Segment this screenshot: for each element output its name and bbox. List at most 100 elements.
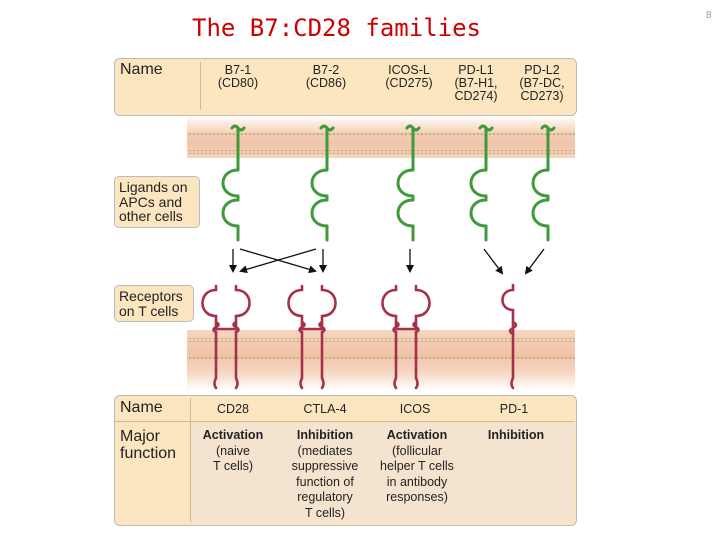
ligand-pd-l2-alias: (B7-DC, xyxy=(519,76,565,90)
receptor-ctla4-right-stalk xyxy=(320,330,325,390)
receptor-icos-left-stalk xyxy=(393,330,398,390)
ligand-b7-2-lower-domain xyxy=(310,198,329,228)
icos-function-detail-4: responses) xyxy=(386,490,448,504)
receptor-pd1-name: PD-1 xyxy=(499,402,529,416)
receptor-cd28-left-hinge xyxy=(212,320,220,334)
receptors-label-line2: on T cells xyxy=(119,302,179,319)
major-function-header: Major function xyxy=(120,428,176,462)
receptor-ctla4-name: CTLA-4 xyxy=(303,402,347,416)
receptor-name-header: Name xyxy=(120,399,163,416)
ligand-icos-l-upper-domain xyxy=(396,168,415,198)
major-function-line1: Major xyxy=(120,428,161,445)
receptor-icos-left-hinge xyxy=(392,320,400,334)
ligand-b7-1-cd: (CD80) xyxy=(217,76,259,90)
ligand-b7-2-upper-domain xyxy=(310,168,329,198)
apc-membrane-heads-outer xyxy=(187,133,575,137)
receptor-icos-name: ICOS xyxy=(399,402,431,416)
receptor-ctla4-left-hinge xyxy=(298,320,306,334)
ligand-pd-l1-name: PD-L1 xyxy=(458,63,494,77)
arrow-b7-2-cd28 xyxy=(239,248,317,274)
receptor-cd28-left-stalk xyxy=(213,330,218,390)
ligand-pd-l1: PD-L1 (B7-H1, CD274) xyxy=(444,64,508,103)
ligand-b7-2-name: B7-2 xyxy=(312,63,340,77)
receptor-cd28-right-stalk xyxy=(234,330,239,390)
icos-function-title: Activation xyxy=(386,428,448,442)
receptor-cd28-name: CD28 xyxy=(217,402,249,416)
pd1-function: Inhibition xyxy=(476,428,556,444)
ligands-label-line3: other cells xyxy=(119,208,183,224)
receptors-side-label: Receptors on T cells xyxy=(114,285,194,322)
ligand-pd-l2: PD-L2 (B7-DC, CD273) xyxy=(510,64,574,103)
receptor-table-vline xyxy=(190,398,191,522)
ligand-b7-2: B7-2 (CD86) xyxy=(298,64,354,90)
ligand-pd-l2-upper-domain xyxy=(531,168,550,198)
ligand-pd-l1-cd: CD274) xyxy=(454,89,498,103)
ctla4-function: Inhibition (mediates suppressive functio… xyxy=(283,428,367,521)
ligand-table-divider xyxy=(200,62,201,110)
receptor-table-row-tint xyxy=(191,422,574,523)
receptor-table-hline xyxy=(114,421,575,422)
ligand-pd-l2-cd: CD273) xyxy=(520,89,564,103)
icos-function-detail-2: helper T cells xyxy=(380,459,454,473)
receptor-pd1-ig-domain xyxy=(501,283,515,320)
slide-title: The B7:CD28 families xyxy=(192,14,481,42)
ligand-proteins xyxy=(221,124,556,242)
receptor-ctla4-left-ig-domain xyxy=(287,284,304,328)
ctla4-function-detail-2: suppressive xyxy=(291,459,359,473)
receptor-proteins xyxy=(201,283,518,390)
receptor-pd1-stalk xyxy=(510,316,515,390)
ligand-icos-l: ICOS-L (CD275) xyxy=(374,64,444,90)
cd28-function-detail-2: T cells) xyxy=(212,459,254,473)
receptor-cd28-left-ig-domain xyxy=(201,284,218,328)
ligand-b7-1-lower-domain xyxy=(221,198,240,228)
tcell-membrane-heads-inner xyxy=(187,355,575,359)
apc-membrane-heads-inner xyxy=(187,150,575,154)
ligand-pd-l1-lower-domain xyxy=(469,198,488,228)
ligand-b7-1-upper-domain xyxy=(221,168,240,198)
ligand-name-header: Name xyxy=(120,61,163,78)
ligands-label-line1: Ligands on xyxy=(119,179,188,195)
arrow-pdl1-pd1 xyxy=(483,248,504,275)
ligand-icos-l-lower-domain xyxy=(396,198,415,228)
cd28-function-title: Activation xyxy=(202,428,264,442)
ligand-b7-1-stalk xyxy=(230,124,246,172)
receptor-cd28-right-ig-domain xyxy=(234,284,251,328)
ligand-b7-1-name: B7-1 xyxy=(224,63,252,77)
tcell-membrane-heads-outer xyxy=(187,338,575,342)
receptor-icos-right-hinge xyxy=(412,320,420,334)
ligand-pd-l2-stalk xyxy=(540,124,556,172)
cd28-function-detail-1: (naive xyxy=(215,443,251,458)
pd1-function-title: Inhibition xyxy=(487,428,545,442)
ligand-pd-l2-name: PD-L2 xyxy=(524,63,560,77)
ligand-pd-l1-alias: (B7-H1, xyxy=(454,76,498,90)
ctla4-function-detail-1: (mediates xyxy=(297,443,353,458)
receptor-ctla4-right-ig-domain xyxy=(320,284,337,328)
ligands-label-line2: APCs and xyxy=(119,193,183,210)
ctla4-function-detail-3: function of xyxy=(296,474,354,489)
binding-arrows xyxy=(229,248,545,275)
icos-function-detail-3: in antibody xyxy=(386,474,448,489)
ctla4-function-detail-5: T cells) xyxy=(304,505,346,520)
ligand-icos-l-name: ICOS-L xyxy=(388,63,430,77)
receptor-ctla4-left-stalk xyxy=(299,330,304,390)
receptor-icos-right-stalk xyxy=(414,330,419,390)
receptor-pd1-hinge xyxy=(508,320,518,336)
ligand-pd-l1-upper-domain xyxy=(469,168,488,198)
ligand-b7-1: B7-1 (CD80) xyxy=(210,64,266,90)
receptor-icos-right-ig-domain xyxy=(414,284,431,328)
receptor-icos-left-ig-domain xyxy=(381,284,398,328)
ligand-b7-2-stalk xyxy=(319,124,335,172)
ligand-pd-l1-stalk xyxy=(478,124,494,172)
receptor-cd28-right-hinge xyxy=(232,320,240,334)
arrow-pdl2-pd1 xyxy=(524,248,545,275)
ctla4-function-detail-4: regulatory xyxy=(297,490,353,504)
major-function-line2: function xyxy=(120,445,177,462)
ligand-pd-l2-lower-domain xyxy=(531,198,550,228)
ligands-side-label: Ligands on APCs and other cells xyxy=(114,176,200,228)
ligand-icos-l-stalk xyxy=(405,124,421,172)
ctla4-function-title: Inhibition xyxy=(296,428,354,442)
ligand-icos-l-cd: (CD275) xyxy=(385,76,433,90)
receptors-label-line1: Receptors xyxy=(119,288,183,304)
ligand-name-table xyxy=(114,58,577,116)
